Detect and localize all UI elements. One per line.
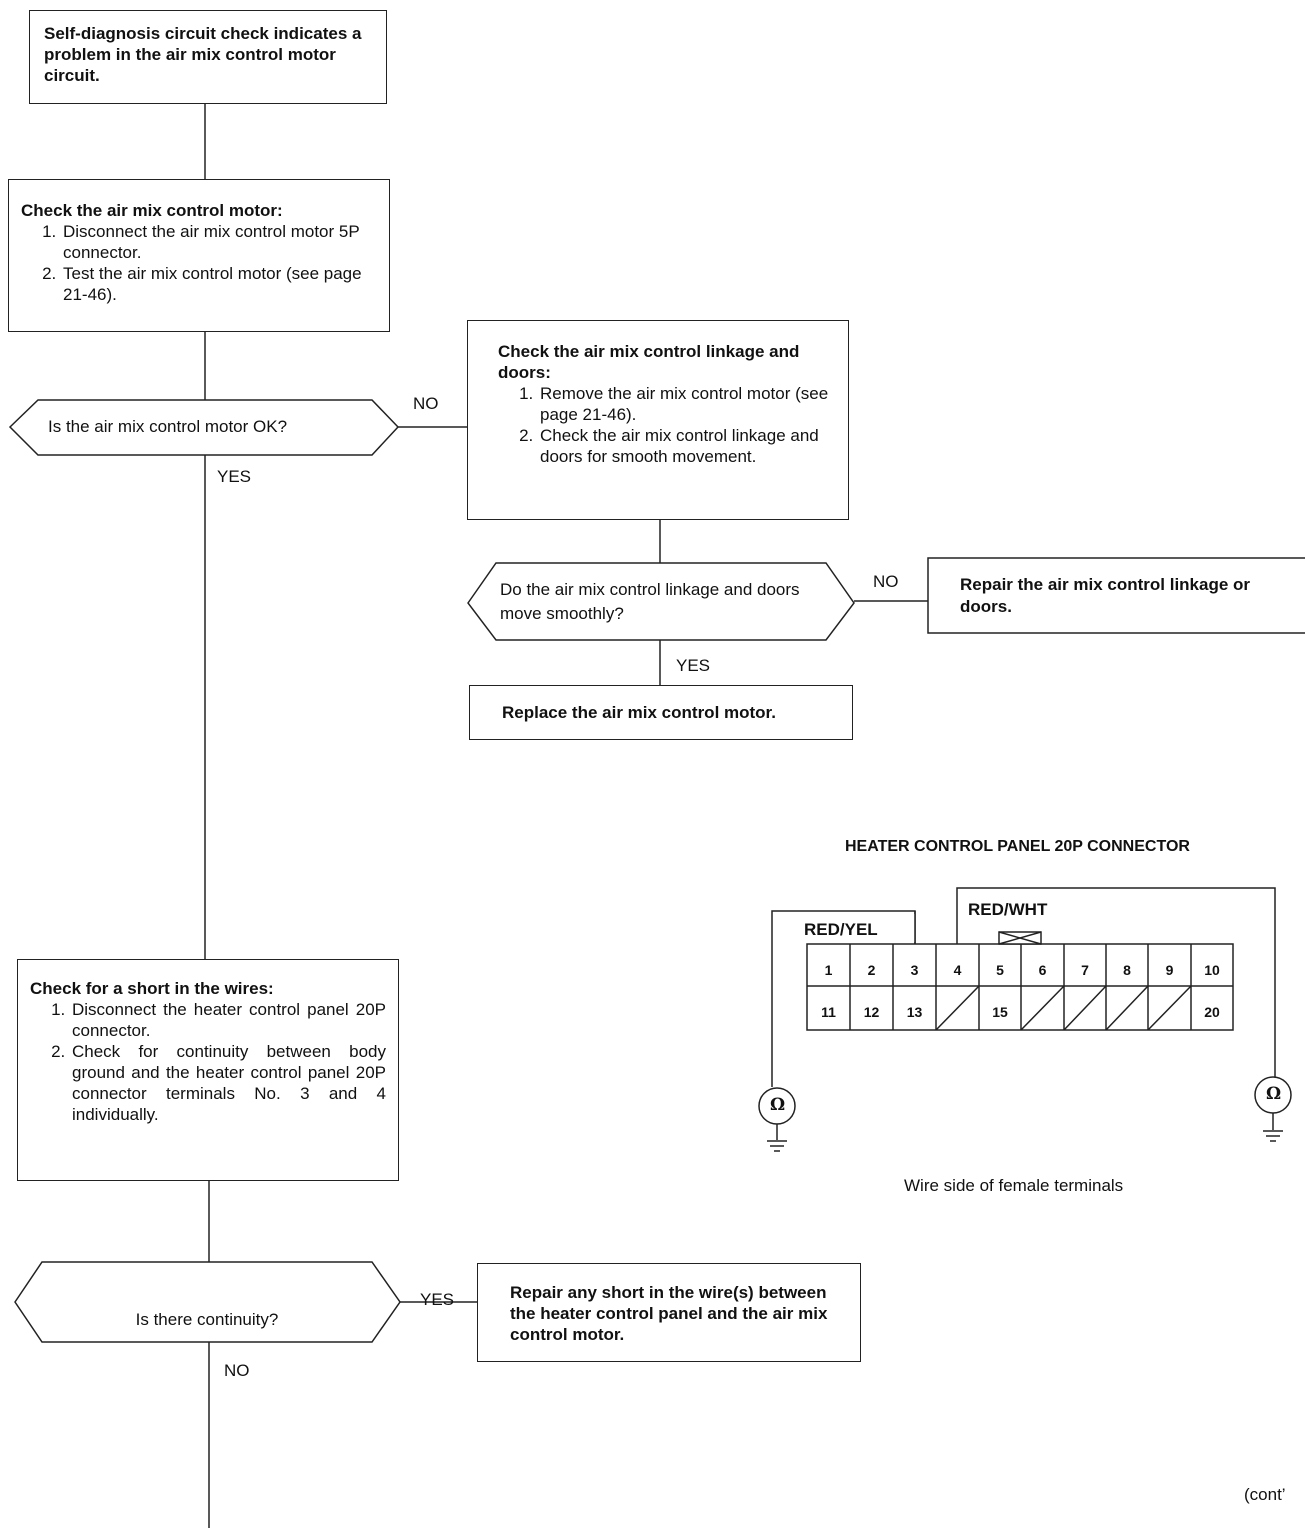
start-box: Self-diagnosis circuit check indicates a… bbox=[29, 10, 387, 104]
check-motor-step-2: Test the air mix control motor (see page… bbox=[61, 263, 375, 305]
terminal-12: 12 bbox=[863, 1004, 880, 1020]
connector-caption: Wire side of female terminals bbox=[904, 1176, 1124, 1195]
replace-motor-text: Replace the air mix control motor. bbox=[502, 703, 776, 722]
wire-label-red-yel: RED/YEL bbox=[804, 920, 878, 939]
decision-linkage-yes: YES bbox=[676, 656, 711, 675]
check-short-steps: Disconnect the heater control panel 20P … bbox=[48, 999, 386, 1125]
terminal-3: 3 bbox=[910, 962, 919, 978]
terminal-9: 9 bbox=[1165, 962, 1174, 978]
decision-linkage-question: Do the air mix control linkage and doors… bbox=[500, 580, 800, 623]
ohmmeter-right-icon: Ω bbox=[1266, 1084, 1282, 1104]
check-linkage-step-2: Check the air mix control linkage and do… bbox=[538, 425, 834, 467]
terminal-15: 15 bbox=[992, 1004, 1008, 1020]
check-short-step-1: Disconnect the heater control panel 20P … bbox=[70, 999, 386, 1041]
decision-continuity-question: Is there continuity? bbox=[135, 1310, 279, 1329]
connector-title: HEATER CONTROL PANEL 20P CONNECTOR bbox=[845, 838, 1190, 855]
terminal-8: 8 bbox=[1123, 962, 1131, 978]
connector-diagram bbox=[758, 887, 1292, 1152]
decision-continuity-yes: YES bbox=[420, 1290, 455, 1309]
check-linkage-steps: Remove the air mix control motor (see pa… bbox=[516, 383, 834, 467]
check-linkage-title: Check the air mix control linkage and do… bbox=[498, 342, 800, 382]
terminal-20: 20 bbox=[1204, 1004, 1220, 1020]
terminal-7: 7 bbox=[1081, 962, 1089, 978]
repair-linkage-box: Repair the air mix control linkage or do… bbox=[960, 574, 1300, 618]
terminal-5: 5 bbox=[996, 962, 1004, 978]
continued-label: (cont’ bbox=[1244, 1485, 1286, 1504]
check-linkage-box: Check the air mix control linkage and do… bbox=[467, 320, 849, 520]
terminal-13: 13 bbox=[906, 1004, 923, 1020]
start-text: Self-diagnosis circuit check indicates a… bbox=[44, 24, 362, 85]
decision-linkage-no: NO bbox=[873, 572, 899, 591]
ohmmeter-left-icon: Ω bbox=[770, 1095, 786, 1115]
wire-label-red-wht: RED/WHT bbox=[968, 900, 1048, 919]
check-short-box: Check for a short in the wires: Disconne… bbox=[17, 959, 399, 1181]
terminal-11: 11 bbox=[821, 1004, 836, 1020]
repair-short-box: Repair any short in the wire(s) between … bbox=[477, 1263, 861, 1362]
replace-motor-box: Replace the air mix control motor. bbox=[469, 685, 853, 740]
terminal-1: 1 bbox=[824, 962, 833, 978]
check-motor-title: Check the air mix control motor: bbox=[21, 201, 283, 220]
repair-short-text: Repair any short in the wire(s) between … bbox=[510, 1283, 828, 1344]
check-short-title: Check for a short in the wires: bbox=[30, 979, 274, 998]
decision-continuity-no: NO bbox=[224, 1361, 250, 1380]
check-short-step-2: Check for continuity between body ground… bbox=[70, 1041, 386, 1125]
repair-linkage-text: Repair the air mix control linkage or do… bbox=[960, 575, 1251, 616]
check-motor-step-1: Disconnect the air mix control motor 5P … bbox=[61, 221, 375, 263]
decision-motor-ok-yes: YES bbox=[217, 467, 252, 486]
check-motor-steps: Disconnect the air mix control motor 5P … bbox=[39, 221, 375, 305]
decision-motor-ok-question: Is the air mix control motor OK? bbox=[48, 417, 288, 436]
terminal-6: 6 bbox=[1038, 962, 1047, 978]
terminal-10: 10 bbox=[1204, 962, 1220, 978]
terminal-2: 2 bbox=[867, 962, 876, 978]
check-linkage-step-1: Remove the air mix control motor (see pa… bbox=[538, 383, 834, 425]
decision-motor-ok-no: NO bbox=[413, 394, 439, 413]
check-motor-box: Check the air mix control motor: Disconn… bbox=[8, 179, 390, 332]
decision-diamond-linkage bbox=[467, 562, 855, 641]
terminal-4: 4 bbox=[953, 962, 962, 978]
